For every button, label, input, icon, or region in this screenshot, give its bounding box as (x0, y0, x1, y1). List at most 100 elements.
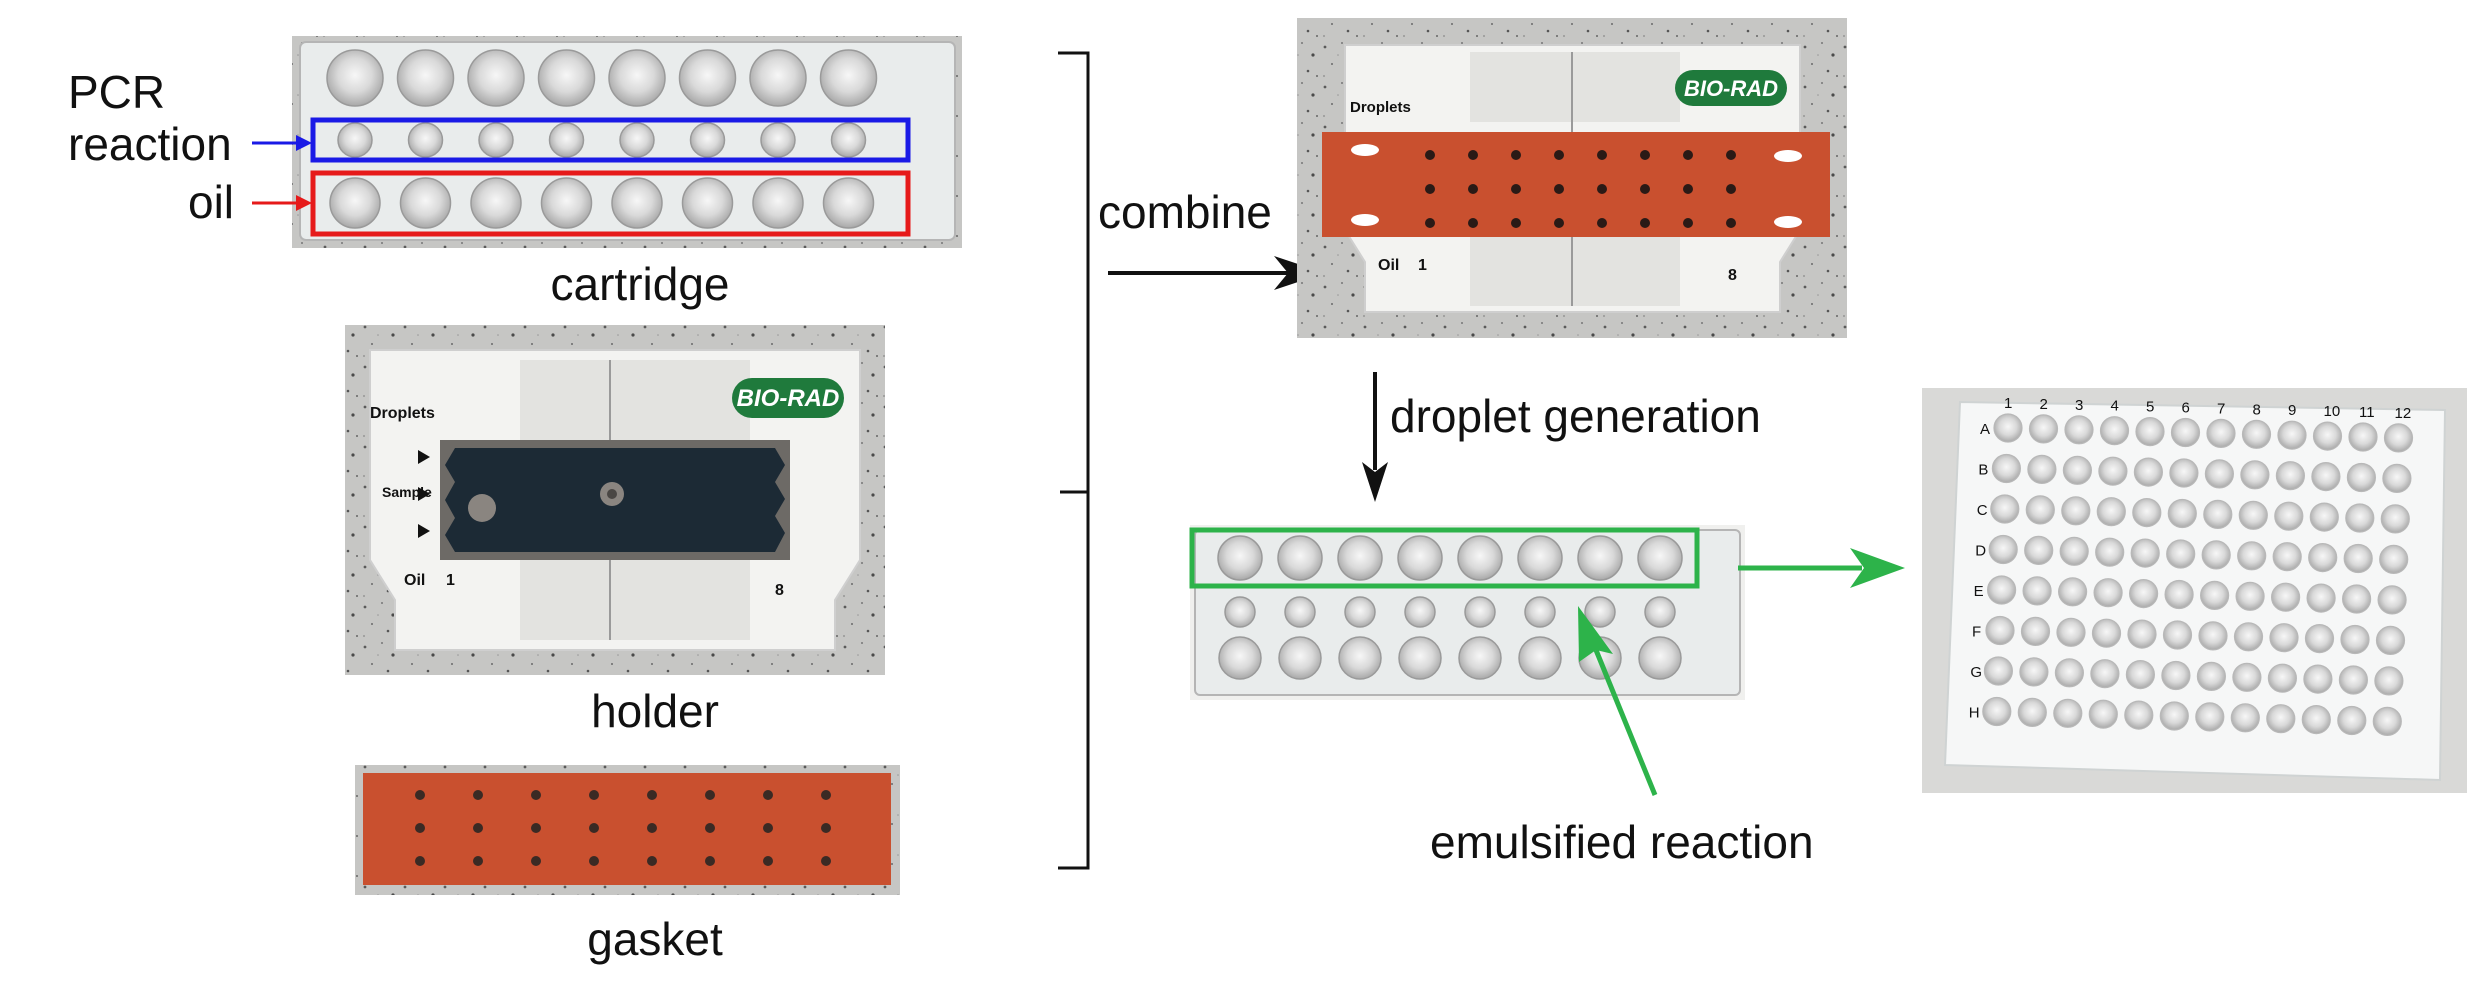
gasket-hole (1468, 150, 1478, 160)
cartridge-well (548, 122, 585, 158)
gasket-hole (473, 790, 483, 800)
plate-well (2056, 617, 2086, 647)
plate-well (1988, 534, 2018, 565)
plate-col-label: 9 (2288, 402, 2296, 419)
plate-well (2053, 698, 2083, 728)
plate-well (2379, 544, 2409, 575)
plate-well (2201, 540, 2231, 570)
assembled-holder-photo: BIO-RAD Droplets Oil 1 8 (1297, 18, 1847, 338)
plate-well (2338, 665, 2368, 695)
plate-well (2196, 661, 2226, 692)
gasket-hole (589, 823, 599, 833)
gasket-hole (1726, 218, 1736, 228)
plate-well (2266, 704, 2296, 734)
plate-well (2337, 705, 2367, 736)
plate-well (2025, 495, 2055, 525)
cartridge-well (678, 49, 737, 107)
pcr-arrow (252, 135, 312, 151)
plate-col-label: 7 (2217, 400, 2225, 417)
gasket-hole (415, 823, 425, 833)
gasket-hole (1683, 150, 1693, 160)
gasket-hole (763, 790, 773, 800)
gasket-hole (821, 823, 831, 833)
plate-well (2124, 700, 2154, 730)
plate-well (2274, 501, 2304, 531)
holder-droplets-text: Droplets (370, 405, 435, 422)
transfer-arrow (1738, 548, 1905, 588)
droplet-generation-label: droplet generation (1390, 390, 1761, 442)
cartridge-well (326, 49, 384, 107)
gasket-hole (763, 856, 773, 866)
cartridge-label: cartridge (551, 258, 730, 310)
assembled-col1-text: 1 (1418, 257, 1427, 274)
cartridge-well (619, 122, 655, 158)
plate-col-label: 12 (2395, 405, 2412, 422)
plate-well (2019, 657, 2049, 687)
plate-well (2241, 419, 2272, 449)
cartridge-well (611, 177, 663, 229)
plate-well (2380, 504, 2410, 534)
plate-well (2237, 541, 2267, 571)
plate-row-label: F (1972, 624, 1981, 641)
gasket-hole (1726, 184, 1736, 194)
cartridge-well (470, 177, 522, 229)
gasket-hole (1597, 150, 1607, 160)
plate-well (2348, 422, 2378, 452)
plate-well (2090, 659, 2120, 689)
assembled-droplets-text: Droplets (1350, 99, 1411, 116)
plate-well (2342, 584, 2372, 614)
plate-well (2129, 578, 2159, 609)
plate-well (2200, 580, 2230, 611)
plate-well (2161, 660, 2191, 691)
gasket-label: gasket (587, 913, 723, 965)
cartridge-well (396, 49, 455, 107)
gasket-hole (647, 790, 657, 800)
plate-well (2306, 583, 2336, 613)
plate-col-label: 10 (2324, 403, 2341, 420)
plate-well (2167, 498, 2197, 529)
cartridge-well (1577, 535, 1623, 581)
plate-well (2125, 659, 2155, 690)
cartridge-well (1584, 596, 1616, 628)
cartridge-well (1637, 535, 1683, 581)
plate-well (2058, 577, 2088, 607)
cartridge-well (1344, 596, 1376, 628)
plate-well (2159, 701, 2189, 731)
plate-well (2093, 578, 2123, 608)
gasket-hole (531, 856, 541, 866)
cartridge-well (1464, 596, 1496, 628)
gasket-hole (705, 823, 715, 833)
cartridge-well (399, 177, 452, 229)
plate-col-label: 3 (2075, 397, 2083, 414)
gasket-hole (1511, 218, 1521, 228)
gasket-hole (1597, 218, 1607, 228)
plate-well (2088, 699, 2118, 729)
combine-label: combine (1098, 186, 1272, 238)
plate-well (2099, 416, 2130, 446)
cartridge-well (749, 49, 807, 107)
plate-well (2170, 417, 2201, 448)
plate-well (2206, 418, 2236, 448)
cartridge-well (1224, 596, 1256, 628)
plate-row-label: G (1970, 664, 1982, 681)
cartridge-well (1404, 596, 1436, 628)
gasket-hole (1511, 184, 1521, 194)
plate-well (2308, 542, 2338, 573)
plate-well (2133, 457, 2163, 487)
plate-well (2091, 618, 2122, 648)
cartridge-well (407, 122, 444, 158)
oil-arrow (252, 195, 312, 211)
plate-row-label: D (1975, 543, 1986, 560)
gasket-hole (705, 856, 715, 866)
gasket-hole (415, 790, 425, 800)
holder-col8-text: 8 (775, 582, 784, 599)
plate-well (2304, 623, 2335, 654)
assembled-col8-text: 8 (1728, 267, 1737, 284)
assembled-oil-text: Oil (1378, 257, 1399, 274)
plate-well (1982, 696, 2012, 727)
emulsion-highlight (1189, 527, 1700, 589)
plate-well (2346, 462, 2376, 493)
plate-well (2162, 620, 2193, 650)
plate-well (2132, 497, 2162, 528)
